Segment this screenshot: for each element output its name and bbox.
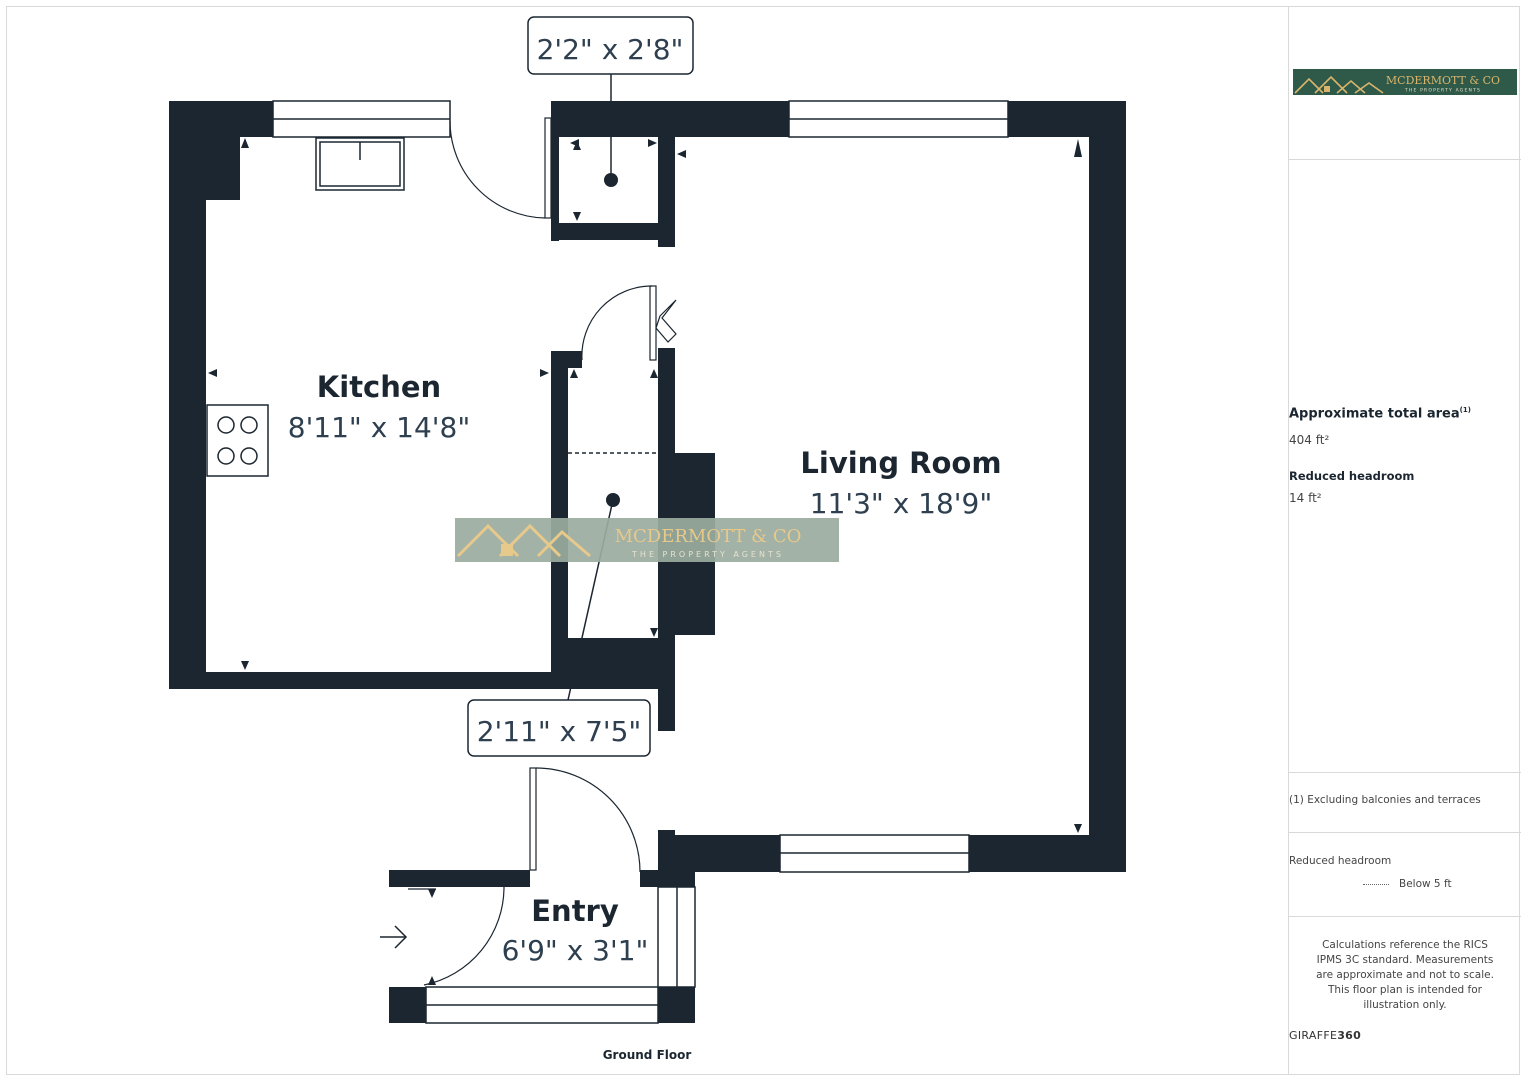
kitchen-wall-left <box>169 101 206 689</box>
watermark-house-icon <box>456 523 591 558</box>
entry-name: Entry <box>531 894 619 928</box>
entry-top-left <box>389 870 530 887</box>
entry-bottom-left <box>389 987 426 1023</box>
callout-corridor: 2'11" x 7'5" <box>467 493 651 757</box>
floor-plan: 2'2" x 2'8" 2'11" x 7'5" Kitchen 8'11" x… <box>169 16 1126 1062</box>
dotted-line-icon <box>1363 883 1389 885</box>
entry-front-door <box>408 886 505 986</box>
living-wall-left-upper <box>658 101 675 247</box>
entry-window-bottom <box>425 986 659 1024</box>
back-door <box>449 117 552 219</box>
logo-name: MCDERMOTT & CO <box>1386 74 1500 87</box>
legend-item: Below 5 ft <box>1399 878 1452 890</box>
kitchen-dims: 8'11" x 14'8" <box>288 411 470 444</box>
callout-cupboard-dims: 2'2" x 2'8" <box>537 33 684 66</box>
kitchen-window <box>272 100 451 138</box>
disclaimer: Calculations reference the RICS IPMS 3C … <box>1316 939 1494 1011</box>
living-wall-right <box>1089 101 1126 872</box>
windows <box>272 100 1009 1024</box>
entry-window-right <box>657 886 696 988</box>
info-panel: MCDERMOTT & CO THE PROPERTY AGENTS Appro… <box>1288 6 1521 1075</box>
watermark-name: MCDERMOTT & CO <box>615 526 802 547</box>
legend-title: Reduced headroom <box>1289 855 1392 867</box>
brand-bold: 360 <box>1337 1029 1362 1042</box>
callout-cupboard: 2'2" x 2'8" <box>527 16 694 187</box>
watermark: MCDERMOTT & CO THE PROPERTY AGENTS <box>455 518 839 562</box>
logo-house-icon <box>1294 75 1384 94</box>
area-section <box>1289 160 1521 773</box>
legend-section <box>1289 833 1521 917</box>
measure-ticks <box>208 138 1082 985</box>
living-room-name: Living Room <box>800 446 1001 480</box>
entrance-arrow <box>380 925 408 949</box>
living-room-dims: 11'3" x 18'9" <box>810 487 992 520</box>
callout-corridor-dims: 2'11" x 7'5" <box>477 715 642 748</box>
hob <box>206 404 269 477</box>
brand-light: GIRAFFE <box>1289 1029 1338 1042</box>
legend-row: Below 5 ft <box>1363 878 1452 890</box>
living-bottom-jamb <box>658 830 675 872</box>
footnote: (1) Excluding balconies and terraces <box>1289 794 1481 806</box>
reduced-headroom-title: Reduced headroom <box>1289 469 1415 483</box>
living-window-bottom <box>779 834 970 873</box>
entry-inner-door <box>529 767 641 873</box>
page-frame <box>6 6 1520 1075</box>
brand: GIRAFFE360 <box>1289 1029 1521 1042</box>
walls <box>169 101 1126 1023</box>
living-bottom-right <box>969 835 1126 872</box>
entry-left-stub <box>389 870 406 887</box>
door-jamb-mid <box>551 351 582 368</box>
kitchen-name: Kitchen <box>317 370 441 404</box>
area-title: Approximate total area(1) <box>1289 406 1521 421</box>
kitchen-wall-bottom <box>169 672 675 689</box>
cupboard-bottom <box>551 223 675 240</box>
reduced-headroom-value: 14 ft² <box>1289 491 1322 505</box>
area-title-text: Approximate total area <box>1289 406 1460 422</box>
watermark-tagline: THE PROPERTY AGENTS <box>631 550 784 559</box>
living-bottom-left <box>658 835 780 872</box>
sink <box>315 137 405 191</box>
note-section <box>1289 773 1521 833</box>
corridor-bottom <box>551 638 675 689</box>
corridor-door <box>581 285 677 361</box>
area-footnote-mark: (1) <box>1459 406 1471 414</box>
entry-bottom-right <box>658 987 695 1023</box>
entry-dims: 6'9" x 3'1" <box>502 934 649 967</box>
floor-label: Ground Floor <box>603 1048 692 1062</box>
fixtures <box>206 137 658 477</box>
doors <box>380 117 677 986</box>
logo-tagline: THE PROPERTY AGENTS <box>1404 88 1481 94</box>
cupboard-left <box>551 101 559 241</box>
logo: MCDERMOTT & CO THE PROPERTY AGENTS <box>1293 69 1517 95</box>
area-value: 404 ft² <box>1289 433 1330 447</box>
logo-section: MCDERMOTT & CO THE PROPERTY AGENTS <box>1289 6 1521 160</box>
top-wall-left <box>551 101 789 137</box>
entry-top-right <box>640 870 695 887</box>
living-window-top <box>788 100 1009 138</box>
